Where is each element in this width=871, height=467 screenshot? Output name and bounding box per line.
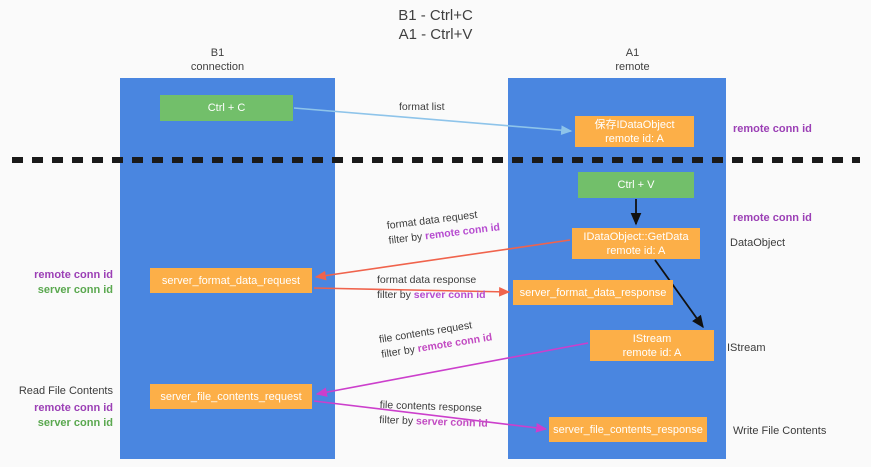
box-server-format-data-response[interactable]: server_format_data_response: [513, 280, 673, 305]
annotation-left-server-conn-id-2: server conn id: [37, 417, 113, 429]
filter-by-prefix: filter by: [379, 413, 417, 428]
title-line-2: A1 - Ctrl+V: [398, 26, 473, 43]
box-idataobject-getdata[interactable]: IDataObject::GetData remote id: A: [572, 228, 700, 259]
column-header-b1-name: B1: [210, 47, 225, 59]
annotation-dataobject: DataObject: [730, 236, 785, 251]
column-header-a1: A1 remote: [570, 46, 695, 74]
annotation-read-file-contents-text: Read File Contents: [18, 385, 113, 397]
box-server-file-contents-request[interactable]: server_file_contents_request: [150, 384, 312, 409]
box-server-format-data-request-label: server_format_data_request: [161, 274, 301, 287]
annotation-remote-conn-id-top: remote conn id: [733, 122, 812, 137]
box-idataobject-line1: 保存IDataObject: [594, 118, 675, 131]
box-istream-line2: remote id: A: [622, 346, 682, 359]
annotation-istream: IStream: [727, 341, 766, 356]
box-getdata-line2: remote id: A: [606, 244, 666, 257]
annotation-left-remote-conn-id-1: remote conn id: [34, 269, 113, 281]
filter-by-key: server conn id: [415, 415, 488, 430]
annotation-left-conn-ids-format: remote conn id server conn id: [18, 268, 113, 298]
column-header-a1-name: A1: [625, 47, 640, 59]
annotation-istream-text: IStream: [727, 342, 766, 354]
box-server-format-data-request[interactable]: server_format_data_request: [150, 268, 312, 293]
edge-label-format-list: format list: [399, 100, 445, 115]
box-server-format-data-response-label: server_format_data_response: [519, 286, 667, 299]
box-istream[interactable]: IStream remote id: A: [590, 330, 714, 361]
edge-label-format-data-response-line1: format data response: [377, 274, 477, 286]
annotation-remote-conn-id-top-text: remote conn id: [733, 123, 812, 135]
annotation-write-file-contents-text: Write File Contents: [733, 425, 827, 437]
annotation-remote-conn-id-mid: remote conn id: [733, 211, 812, 226]
box-server-file-contents-response[interactable]: server_file_contents_response: [549, 417, 707, 442]
annotation-remote-conn-id-mid-text: remote conn id: [733, 212, 812, 224]
annotation-dataobject-text: DataObject: [730, 237, 786, 249]
annotation-left-conn-ids-file: remote conn id server conn id: [18, 401, 113, 431]
annotation-write-file-contents: Write File Contents: [733, 424, 826, 439]
box-istream-line1: IStream: [632, 332, 672, 345]
box-ctrl-v[interactable]: Ctrl + V: [578, 172, 694, 198]
edge-label-file-contents-request: file contents request filter by remote c…: [378, 315, 493, 362]
edge-label-file-contents-response-line2: filter by server conn id: [379, 413, 488, 432]
annotation-left-remote-conn-id-2: remote conn id: [34, 402, 113, 414]
box-idataobject[interactable]: 保存IDataObject remote id: A: [575, 116, 694, 147]
column-header-b1: B1 connection: [155, 46, 280, 74]
diagram-title: B1 - Ctrl+C A1 - Ctrl+V: [0, 6, 871, 44]
box-ctrl-v-label: Ctrl + V: [617, 179, 655, 191]
filter-by-key: server conn id: [413, 289, 486, 301]
box-server-file-contents-request-label: server_file_contents_request: [160, 390, 302, 403]
annotation-read-file-contents: Read File Contents: [18, 384, 113, 399]
edge-label-file-contents-response: file contents response filter by server …: [379, 398, 489, 432]
box-getdata-line1: IDataObject::GetData: [583, 230, 689, 243]
annotation-left-server-conn-id-1: server conn id: [37, 284, 113, 296]
column-header-a1-sub: remote: [615, 61, 650, 73]
edge-label-format-data-response-line2: filter by server conn id: [377, 288, 486, 303]
box-server-file-contents-response-label: server_file_contents_response: [553, 423, 703, 436]
filter-by-prefix: filter by: [387, 230, 426, 247]
title-line-1: B1 - Ctrl+C: [398, 7, 473, 24]
edge-label-format-data-response: format data response filter by server co…: [377, 273, 486, 303]
box-ctrl-c[interactable]: Ctrl + C: [160, 95, 293, 121]
box-idataobject-line2: remote id: A: [605, 132, 664, 145]
edge-label-format-list-text: format list: [399, 101, 445, 113]
edge-label-format-data-request: format data request filter by remote con…: [386, 205, 501, 248]
filter-by-prefix: filter by: [377, 289, 414, 301]
box-ctrl-c-label: Ctrl + C: [207, 102, 246, 114]
column-header-b1-sub: connection: [190, 61, 245, 73]
